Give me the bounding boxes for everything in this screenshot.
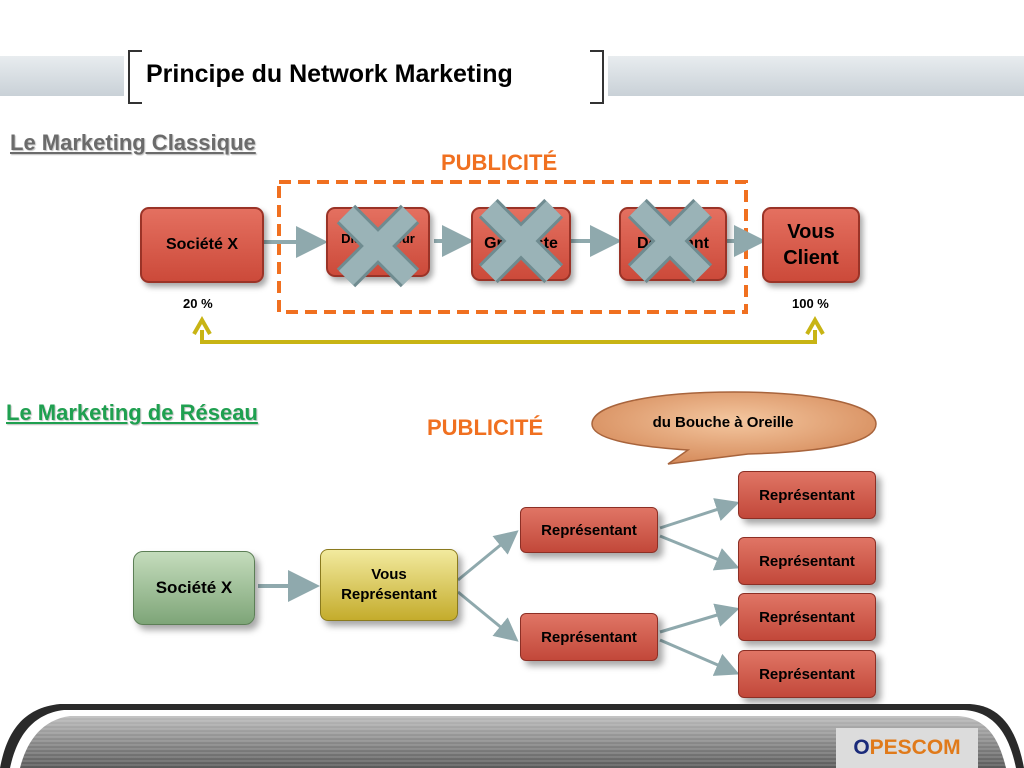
- classic-connectors: [192, 180, 825, 344]
- speech-bubble: [591, 391, 877, 465]
- cross-icon-grossiste: [478, 198, 564, 284]
- representant-box-5: Représentant: [738, 593, 876, 641]
- arrow-rep2-rep6: [659, 638, 740, 676]
- representant-box-1: Représentant: [520, 507, 658, 553]
- client-line1: Vous: [787, 221, 835, 243]
- title-bracket-left: [128, 50, 142, 104]
- classic-publicity-label: PUBLICITÉ: [441, 150, 558, 175]
- header-band-left: [0, 56, 124, 96]
- title-bracket-right: [590, 50, 604, 104]
- logo-letter-o: O: [853, 736, 870, 759]
- cross-icon-distributeur: [336, 204, 420, 288]
- network-societe-box: Société X: [133, 551, 255, 625]
- return-arrow: [192, 315, 825, 344]
- percent-left: 20 %: [183, 296, 213, 311]
- classic-section-title: Le Marketing Classique: [10, 130, 256, 155]
- percent-right: 100 %: [792, 296, 829, 311]
- vous-line1: Vous: [371, 566, 407, 583]
- arrow-rep1-rep4: [659, 534, 740, 571]
- network-section-title: Le Marketing de Réseau: [6, 400, 258, 425]
- representant-box-6: Représentant: [738, 650, 876, 698]
- page-title: Principe du Network Marketing: [146, 60, 513, 88]
- arrow-vous-rep-bottom: [457, 590, 519, 642]
- client-box: Vous Client: [762, 207, 860, 283]
- logo-text: PESCOM: [869, 736, 961, 759]
- client-line2: Client: [783, 247, 839, 269]
- vous-line2: Représentant: [341, 586, 437, 603]
- network-connectors: [258, 498, 740, 676]
- header-band-right: [608, 56, 1024, 96]
- representant-box-2: Représentant: [520, 613, 658, 661]
- bubble-text: du Bouche à Oreille: [652, 414, 794, 431]
- representant-box-3: Représentant: [738, 471, 876, 519]
- arrow-rep1-rep3: [659, 498, 740, 530]
- footer-decoration: [0, 704, 1024, 768]
- vous-representant-box: Vous Représentant: [320, 549, 458, 621]
- arrow-rep2-rep5: [659, 603, 740, 634]
- representant-box-4: Représentant: [738, 537, 876, 585]
- classic-societe-box: Société X: [140, 207, 264, 283]
- network-publicity-label: PUBLICITÉ: [427, 415, 544, 440]
- title-box: Principe du Network Marketing: [128, 50, 604, 104]
- cross-icon-detaillant: [627, 198, 713, 284]
- arrow-vous-rep-top: [457, 530, 519, 582]
